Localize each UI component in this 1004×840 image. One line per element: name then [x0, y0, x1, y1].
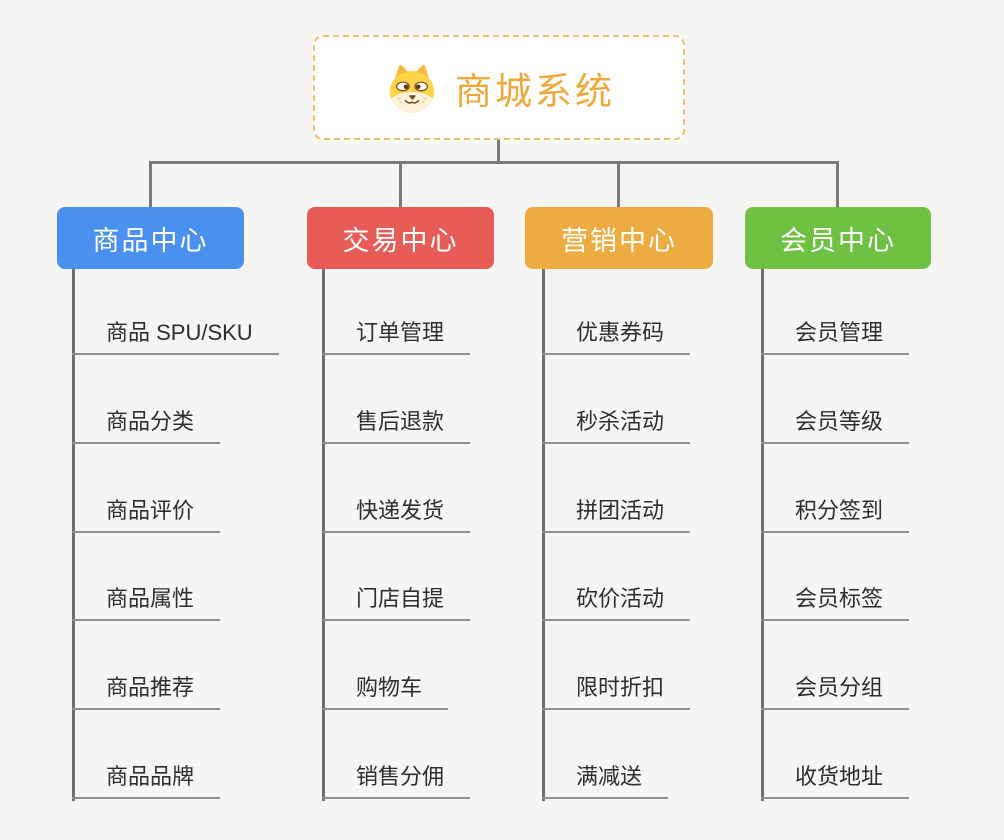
branch-product-center[interactable]: 商品中心 [57, 207, 244, 269]
subtopic-sales-commission[interactable]: 销售分佣 [322, 763, 471, 799]
subtopic-order-management[interactable]: 订单管理 [322, 319, 471, 355]
subtopic-product-category[interactable]: 商品分类 [72, 408, 221, 444]
subtopic-points-checkin[interactable]: 积分签到 [761, 497, 910, 533]
branch-spine-connector [322, 269, 325, 801]
root-topic[interactable]: 商城系统 [313, 35, 685, 140]
root-topic-title: 商城系统 [455, 70, 615, 112]
subtopic-flash-sale[interactable]: 秒杀活动 [542, 408, 691, 444]
subtopic-product-recommend[interactable]: 商品推荐 [72, 674, 221, 710]
subtopic-product-spu-sku[interactable]: 商品 SPU/SKU [72, 319, 279, 355]
branch-member-center[interactable]: 会员中心 [745, 207, 931, 269]
subtopic-aftersale-refund[interactable]: 售后退款 [322, 408, 471, 444]
branch-drop-connector [617, 161, 620, 208]
branch-spine-connector [761, 269, 764, 801]
branch-trade-center[interactable]: 交易中心 [307, 207, 494, 269]
subtopic-product-brand[interactable]: 商品品牌 [72, 763, 221, 799]
subtopic-product-attribute[interactable]: 商品属性 [72, 585, 221, 621]
branch-drop-connector [149, 161, 152, 208]
branch-drop-connector [836, 161, 839, 208]
subtopic-product-review[interactable]: 商品评价 [72, 497, 221, 533]
subtopic-store-pickup[interactable]: 门店自提 [322, 585, 471, 621]
root-stem-connector [497, 140, 500, 164]
branch-bus-connector [149, 161, 839, 164]
subtopic-full-reduction[interactable]: 满减送 [542, 763, 669, 799]
subtopic-member-management[interactable]: 会员管理 [761, 319, 910, 355]
subtopic-member-tag[interactable]: 会员标签 [761, 585, 910, 621]
branch-spine-connector [72, 269, 75, 801]
subtopic-coupon-code[interactable]: 优惠券码 [542, 319, 691, 355]
subtopic-bargain-activity[interactable]: 砍价活动 [542, 585, 691, 621]
branch-spine-connector [542, 269, 545, 801]
subtopic-shopping-cart[interactable]: 购物车 [322, 674, 449, 710]
subtopic-group-buy[interactable]: 拼团活动 [542, 497, 691, 533]
branch-drop-connector [399, 161, 402, 208]
subtopic-shipping-address[interactable]: 收货地址 [761, 763, 910, 799]
shiba-dog-face-icon [389, 64, 435, 113]
subtopic-express-delivery[interactable]: 快递发货 [322, 497, 471, 533]
subtopic-limited-time-discount[interactable]: 限时折扣 [542, 674, 691, 710]
subtopic-member-group[interactable]: 会员分组 [761, 674, 910, 710]
branch-marketing-center[interactable]: 营销中心 [525, 207, 713, 269]
subtopic-member-level[interactable]: 会员等级 [761, 408, 910, 444]
